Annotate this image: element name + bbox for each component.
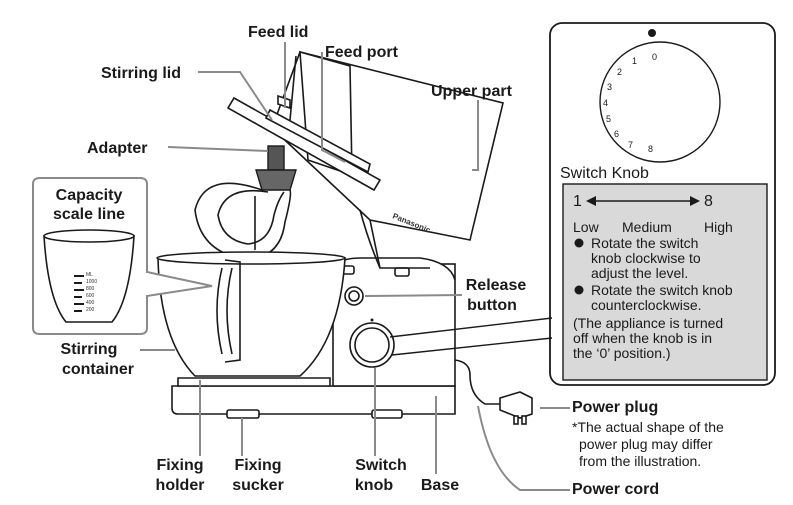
switch-knob-illustration xyxy=(349,318,395,368)
arrow-right-icon xyxy=(690,196,700,206)
paren-note-line: (The appliance is turned xyxy=(573,315,723,331)
bullet1-line: Rotate the switch xyxy=(591,235,698,251)
knob-info-box xyxy=(562,183,768,381)
dial-number: 5 xyxy=(606,114,611,124)
level-high: High xyxy=(704,219,733,235)
feed-lid-label: Feed lid xyxy=(248,24,308,41)
capacity-label-line1: Capacity xyxy=(56,187,123,204)
capacity-label-line2: scale line xyxy=(53,206,125,223)
dial-number: 6 xyxy=(614,129,619,139)
capacity-bubble: ML 1000 800 600 400 200 xyxy=(32,177,213,335)
base-label: Base xyxy=(421,477,459,494)
bowl-illustration xyxy=(156,251,346,377)
scale-mark: ML xyxy=(86,272,93,278)
fixing-sucker-label-line2: sucker xyxy=(232,477,284,494)
fixing-sucker-label-line1: Fixing xyxy=(234,457,281,474)
dial-number: 8 xyxy=(648,144,653,154)
release-label-line2: button xyxy=(467,297,517,314)
level-low: Low xyxy=(573,219,600,235)
upper-part-label: Upper part xyxy=(431,83,513,100)
dial-number: 4 xyxy=(603,98,608,108)
plug-note-line: *The actual shape of the xyxy=(572,419,724,435)
feed-port-label: Feed port xyxy=(325,44,399,61)
switch-knob-panel: 0 1 2 3 4 5 6 7 8 Switch Knob 1 8 Low Me… xyxy=(549,22,776,386)
scale-mark: 600 xyxy=(86,293,95,299)
paren-note-line: the ‘0’ position.) xyxy=(573,345,671,361)
switch-knob-title: Switch Knob xyxy=(560,165,649,182)
switch-knob-label-line2: knob xyxy=(355,477,393,494)
dial-number: 3 xyxy=(607,82,612,92)
release-button-illustration xyxy=(344,286,364,306)
arrow-left-icon xyxy=(586,196,596,206)
switch-knob-label-line1: Switch xyxy=(355,457,407,474)
adapter-label: Adapter xyxy=(87,140,147,157)
stirring-container-label-line2: container xyxy=(62,361,134,378)
bullet2-line: counterclockwise. xyxy=(591,297,702,313)
bullet1-line: adjust the level. xyxy=(591,265,688,281)
level-medium: Medium xyxy=(622,219,672,235)
bullet-icon xyxy=(574,285,584,295)
scale-mark: 800 xyxy=(86,286,95,292)
dial-number: 1 xyxy=(632,56,637,66)
stirring-lid-label: Stirring lid xyxy=(101,65,181,82)
fixing-holder-label-line2: holder xyxy=(156,477,205,494)
plug-note-line: power plug may differ xyxy=(579,436,713,452)
bullet2-line: Rotate the switch knob xyxy=(591,282,733,298)
dial-number: 7 xyxy=(628,140,633,150)
power-cord-illustration xyxy=(454,359,500,405)
range-end: 8 xyxy=(704,193,713,210)
scale-mark: 1000 xyxy=(86,279,97,285)
power-cord-label: Power cord xyxy=(572,481,659,498)
scale-mark: 200 xyxy=(86,307,95,313)
range-start: 1 xyxy=(573,193,582,210)
dial-number: 0 xyxy=(652,52,657,62)
scale-mark: 400 xyxy=(86,300,95,306)
knob-callout-line xyxy=(389,317,553,338)
plug-note-line: from the illustration. xyxy=(579,453,701,469)
bullet1-line: knob clockwise to xyxy=(591,250,701,266)
bullet-icon xyxy=(574,238,584,248)
power-plug-label: Power plug xyxy=(572,399,658,416)
release-label-line1: Release xyxy=(466,277,527,294)
stirring-container-label-line1: Stirring xyxy=(61,341,118,358)
beater-illustration xyxy=(194,145,297,260)
dial-number: 2 xyxy=(617,67,622,77)
leader-lines xyxy=(140,42,570,491)
fixing-holder-label-line1: Fixing xyxy=(156,457,203,474)
power-plug-illustration xyxy=(499,391,533,425)
paren-note-line: off when the knob is in xyxy=(573,330,712,346)
knob-callout-line xyxy=(391,337,553,356)
